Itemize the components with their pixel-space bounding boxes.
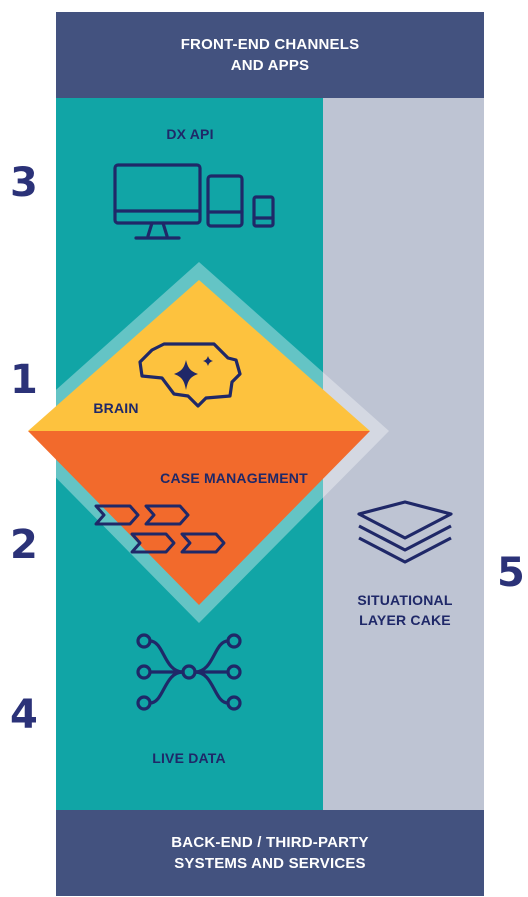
dx-api-label: DX API (166, 126, 214, 142)
number-1: 1 (10, 357, 38, 403)
situational-label-line1: SITUATIONAL (357, 592, 453, 608)
number-3: 3 (10, 160, 38, 206)
front-end-band-line2: AND APPS (230, 57, 310, 74)
layers-icon (357, 500, 453, 564)
devices-icon (113, 163, 275, 240)
number-2: 2 (10, 522, 38, 568)
number-5: 5 (497, 550, 525, 596)
workflow-chevrons-icon (94, 504, 226, 554)
number-4: 4 (10, 692, 38, 738)
back-end-band-line2: SYSTEMS AND SERVICES (174, 855, 366, 872)
back-end-band-line1: BACK-END / THIRD-PARTY (171, 834, 369, 851)
gray-column (323, 98, 484, 810)
brain-diamond-half (28, 280, 370, 431)
back-end-band: BACK-END / THIRD-PARTY SYSTEMS AND SERVI… (56, 810, 484, 896)
live-data-label: LIVE DATA (152, 750, 226, 766)
case-management-diamond-half (28, 431, 370, 605)
brain-sparkle-icon (138, 342, 242, 408)
front-end-band: FRONT-END CHANNELS AND APPS (56, 12, 484, 98)
brain-label: BRAIN (93, 400, 139, 416)
case-management-label: CASE MANAGEMENT (160, 470, 308, 486)
situational-label-line2: LAYER CAKE (359, 612, 451, 628)
front-end-band-line1: FRONT-END CHANNELS (180, 36, 360, 53)
situational-layer-cake-label: SITUATIONAL LAYER CAKE (330, 590, 480, 630)
data-connections-icon (136, 633, 242, 711)
